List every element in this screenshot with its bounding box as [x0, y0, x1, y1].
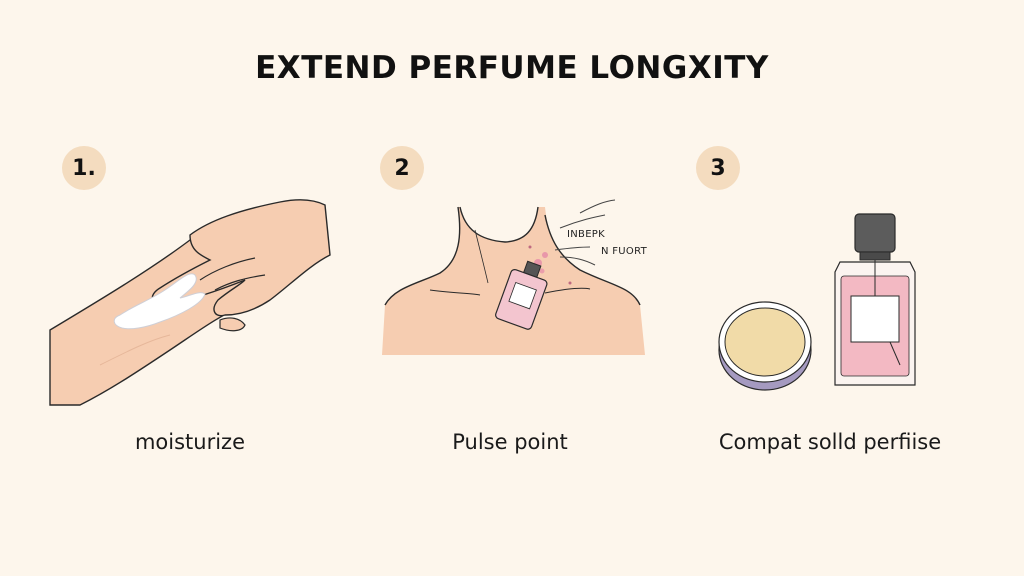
annotation-label-2: N FUORT: [601, 246, 648, 257]
step-3-number: 3: [710, 155, 726, 181]
step-2-caption: Pulse point: [452, 430, 568, 454]
step-3-number-badge: 3: [696, 146, 740, 190]
step-1-caption: moisturize: [134, 430, 246, 454]
annotation-label-1: INBEPK: [567, 229, 605, 240]
step-1-number: 1.: [72, 155, 96, 181]
step-2-number: 2: [394, 155, 410, 181]
neck-spray-illustration: [370, 195, 670, 375]
step-2-number-badge: 2: [380, 146, 424, 190]
step-1-number-badge: 1.: [62, 146, 106, 190]
page-title: EXTEND PERFUME LONGXITY: [255, 50, 769, 86]
hands-lotion-illustration: [40, 190, 340, 410]
solid-perfume-illustration: [710, 200, 960, 410]
step-3-caption: Compat solld perfiise: [718, 430, 942, 454]
